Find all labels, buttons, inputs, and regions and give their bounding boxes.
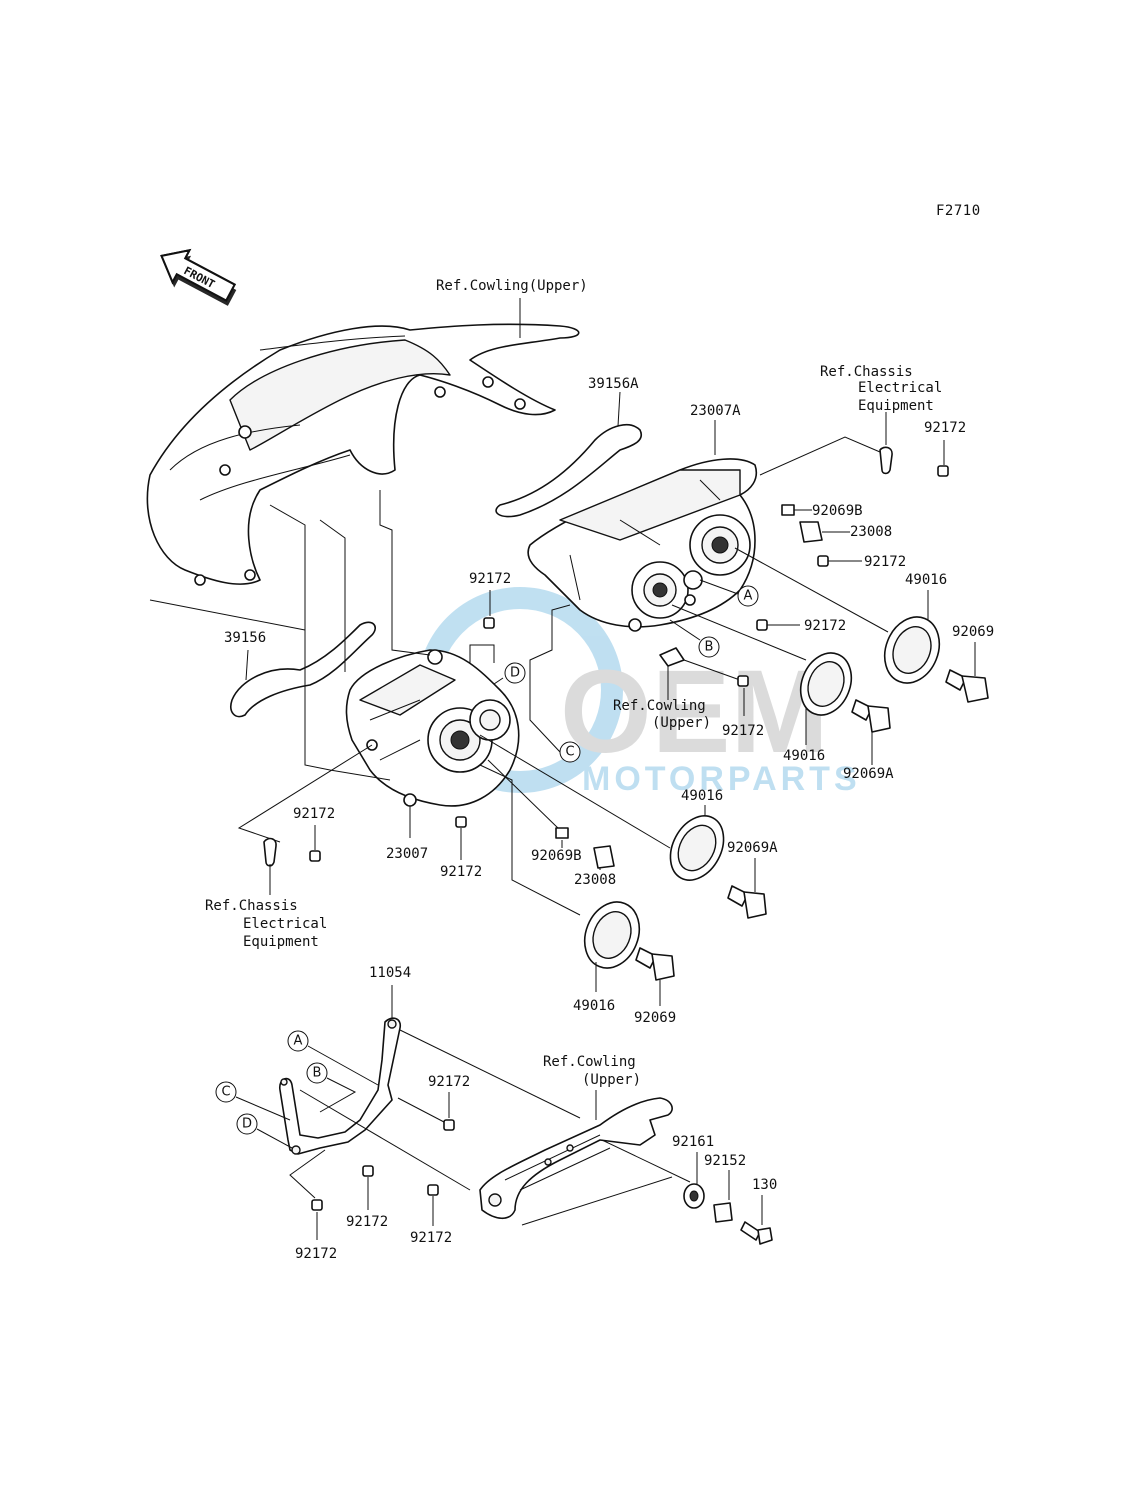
callout-b-2 bbox=[306, 1062, 328, 1084]
label-23008-r: 23008 bbox=[850, 524, 892, 540]
callout-d-2-text: D bbox=[242, 1117, 252, 1132]
label-92172-c3: 92172 bbox=[469, 571, 511, 587]
front-arrow-icon: FRONT bbox=[160, 248, 237, 306]
label-92172-b4: 92172 bbox=[295, 1246, 337, 1262]
ref-cowling-bottom-2: (Upper) bbox=[582, 1072, 641, 1088]
callout-b-text: B bbox=[705, 640, 714, 655]
label-92069A-r: 92069A bbox=[843, 766, 894, 782]
label-39156: 39156 bbox=[224, 630, 266, 646]
headlight-right-23007A bbox=[527, 458, 758, 632]
label-23007A: 23007A bbox=[690, 403, 741, 419]
screw-92172-l1 bbox=[309, 850, 321, 862]
callout-c-2-text: C bbox=[221, 1085, 230, 1100]
label-92172-c1: 92172 bbox=[804, 618, 846, 634]
label-92069-l: 92069 bbox=[634, 1010, 676, 1026]
callout-c-2 bbox=[215, 1081, 237, 1103]
gasket-strip-39156A bbox=[495, 424, 642, 518]
ref-cowling-top: Ref.Cowling(Upper) bbox=[436, 278, 588, 294]
label-92172-c2: 92172 bbox=[722, 723, 764, 739]
seal-49016-r2 bbox=[799, 652, 853, 716]
screw-92172-c1 bbox=[756, 619, 768, 631]
screw-92172-c2 bbox=[737, 675, 749, 687]
grommet-92161 bbox=[683, 1183, 705, 1209]
bulb-92069-l bbox=[635, 947, 675, 981]
ref-chassis-right-2: Electrical bbox=[858, 380, 942, 396]
ref-chassis-left-2: Electrical bbox=[243, 916, 327, 932]
label-39156A: 39156A bbox=[588, 376, 639, 392]
cowling-stay bbox=[479, 1097, 673, 1220]
bolt-130 bbox=[740, 1221, 773, 1245]
watermark-brand: OEM bbox=[560, 646, 829, 778]
clip-right bbox=[879, 446, 893, 475]
label-23008-l: 23008 bbox=[574, 872, 616, 888]
label-92161: 92161 bbox=[672, 1134, 714, 1150]
ref-cowling-mid-1: Ref.Cowling bbox=[613, 698, 706, 714]
callout-b bbox=[698, 636, 720, 658]
ref-cowling-mid-2: (Upper) bbox=[652, 715, 711, 731]
screw-92172-l2 bbox=[455, 816, 467, 828]
screw-92172-c3 bbox=[483, 617, 495, 629]
label-92172-l1: 92172 bbox=[293, 806, 335, 822]
screw-92172-r2 bbox=[817, 555, 829, 567]
figure-code: F2710 bbox=[936, 203, 981, 219]
ref-chassis-right-3: Equipment bbox=[858, 398, 934, 414]
callout-d bbox=[504, 662, 526, 684]
label-11054: 11054 bbox=[369, 965, 411, 981]
screw-92172-b3 bbox=[362, 1165, 374, 1177]
label-92172-b2: 92172 bbox=[410, 1230, 452, 1246]
watermark-sub: MOTORPARTS bbox=[582, 760, 861, 798]
label-130: 130 bbox=[752, 1177, 777, 1193]
callout-b-2-text: B bbox=[313, 1066, 322, 1081]
screw-92172-b1 bbox=[443, 1119, 455, 1131]
ref-chassis-left-1: Ref.Chassis bbox=[205, 898, 298, 914]
callout-d-2 bbox=[236, 1113, 258, 1135]
label-23007: 23007 bbox=[386, 846, 428, 862]
socket-23008-r bbox=[799, 521, 823, 543]
socket-23008-l bbox=[593, 845, 615, 869]
label-49016-m: 49016 bbox=[681, 788, 723, 804]
label-49016-l: 49016 bbox=[573, 998, 615, 1014]
callout-c-text: C bbox=[565, 745, 574, 760]
ref-chassis-right-1: Ref.Chassis bbox=[820, 364, 913, 380]
ref-chassis-left-3: Equipment bbox=[243, 934, 319, 950]
callout-d-text: D bbox=[510, 666, 520, 681]
label-92172-r1: 92172 bbox=[924, 420, 966, 436]
label-92152: 92152 bbox=[704, 1153, 746, 1169]
label-92172-l2: 92172 bbox=[440, 864, 482, 880]
seal-49016-l bbox=[583, 901, 641, 969]
callout-a-text: A bbox=[744, 589, 753, 604]
gasket-strip-39156 bbox=[230, 621, 376, 718]
callout-a bbox=[737, 585, 759, 607]
clip-left bbox=[263, 837, 277, 867]
callout-a-2-text: A bbox=[294, 1034, 303, 1049]
ref-cowling-bottom-1: Ref.Cowling bbox=[543, 1054, 636, 1070]
bracket-11054 bbox=[279, 1017, 402, 1155]
screw-92172-r1 bbox=[937, 465, 949, 477]
bulb-92069B-r bbox=[781, 504, 795, 516]
headlight-left-23007 bbox=[345, 649, 520, 807]
label-92069A-m: 92069A bbox=[727, 840, 778, 856]
label-92069B-r: 92069B bbox=[812, 503, 863, 519]
label-92069B-l: 92069B bbox=[531, 848, 582, 864]
watermark: OEM MOTORPARTS bbox=[417, 587, 861, 798]
label-49016-r2: 49016 bbox=[783, 748, 825, 764]
upper-cowling bbox=[146, 298, 580, 586]
bulb-92069B-l bbox=[555, 827, 569, 839]
bulb-92069A-r bbox=[851, 699, 891, 733]
label-49016-r1: 49016 bbox=[905, 572, 947, 588]
label-92069-r: 92069 bbox=[952, 624, 994, 640]
screw-92172-b4 bbox=[311, 1199, 323, 1211]
label-92172-b3: 92172 bbox=[346, 1214, 388, 1230]
bulb-92069A-m bbox=[727, 885, 767, 919]
seal-49016-m bbox=[669, 815, 725, 881]
label-92172-b1: 92172 bbox=[428, 1074, 470, 1090]
bulb-92069-r bbox=[945, 669, 989, 703]
callout-a-2 bbox=[287, 1030, 309, 1052]
label-92172-r2: 92172 bbox=[864, 554, 906, 570]
seal-49016-r1 bbox=[883, 616, 941, 684]
screw-92172-b2 bbox=[427, 1184, 439, 1196]
collar-92152 bbox=[713, 1202, 733, 1223]
